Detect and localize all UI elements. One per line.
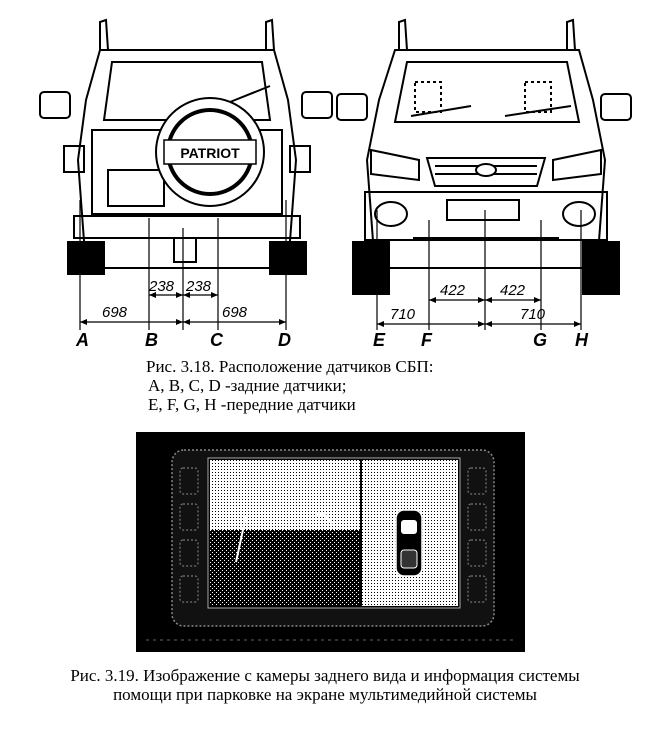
caption2-line2: помощи при парковке на экране мультимеди…: [113, 685, 537, 704]
front-dim-outer-right: 710: [520, 306, 546, 323]
front-dim-inner-left: 422: [440, 282, 466, 299]
sensor-label-h: H: [575, 330, 588, 350]
front-dim-inner-right: 422: [500, 282, 526, 299]
patriot-badge: PATRIOT: [180, 145, 240, 161]
sensor-label-c: C: [210, 330, 223, 350]
caption2-line1: Рис. 3.19. Изображение с камеры заднего …: [70, 666, 580, 685]
caption-front-sensors: E, F, G, H -передние датчики: [148, 395, 356, 414]
caption-title: Рис. 3.18. Расположение датчиков СБП:: [146, 357, 434, 376]
caption-rear-sensors: A, B, C, D -задние датчики;: [148, 376, 347, 395]
multimedia-screen-photo: [136, 432, 525, 652]
front-view-drawing: [336, 18, 632, 330]
screen-illustration: [146, 449, 516, 641]
rear-dim-outer-left: 698: [102, 304, 128, 321]
sensor-label-b: B: [145, 330, 158, 350]
sensor-label-d: D: [278, 330, 291, 350]
figure-3-19-caption: Рис. 3.19. Изображение с камеры заднего …: [0, 666, 650, 704]
rear-dim-inner-right: 238: [186, 278, 212, 295]
rear-dim-outer-right: 698: [222, 304, 248, 321]
rear-view-drawing: PATRIOT: [39, 18, 333, 330]
front-dim-outer-left: 710: [390, 306, 416, 323]
sensor-label-g: G: [533, 330, 548, 350]
figure-3-18-caption: Рис. 3.18. Расположение датчиков СБП: A,…: [146, 357, 566, 414]
rear-dim-inner-left: 238: [149, 278, 175, 295]
sensor-label-e: E: [373, 330, 386, 350]
sensor-label-a: A: [76, 330, 89, 350]
sensor-label-f: F: [421, 330, 432, 350]
